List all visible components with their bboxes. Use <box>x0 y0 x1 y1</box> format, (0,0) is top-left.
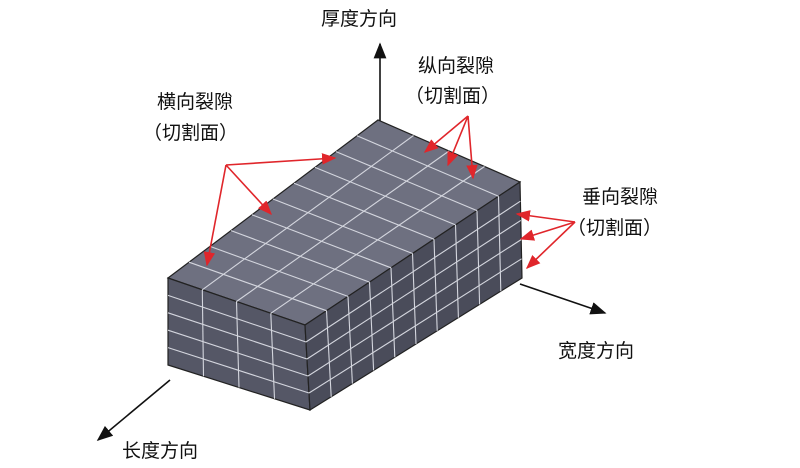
longitudinal-crack-line <box>235 301 240 388</box>
transverse-crack-line <box>390 267 396 358</box>
transverse-crack-arrows <box>203 153 337 267</box>
vertical-crack-label: 垂向裂隙 <box>582 186 658 208</box>
transverse-crack-line <box>347 296 353 384</box>
vertical-crack-arrows <box>515 210 576 269</box>
longitudinal-crack-line <box>270 166 485 314</box>
vertical-crack-sublabel: （切割面） <box>567 217 662 239</box>
longitudinal-crack-arrows <box>423 115 478 180</box>
vertical-crack-line <box>308 258 522 394</box>
transverse-crack-line <box>497 196 502 292</box>
longitudinal-crack-line <box>201 289 205 377</box>
transverse-crack-line <box>454 224 459 318</box>
transverse-crack-line <box>325 310 332 397</box>
width-axis-arrow <box>519 283 607 315</box>
vertical-crack-line <box>306 219 522 360</box>
transverse-crack-line <box>476 210 481 305</box>
longitudinal-crack-label: 纵向裂隙 <box>418 55 494 77</box>
length-axis-label: 长度方向 <box>122 440 198 462</box>
transverse-crack-line <box>433 239 438 331</box>
vertical-crack-line <box>167 312 308 360</box>
crack-grid <box>167 135 522 399</box>
longitudinal-crack-line <box>201 135 414 291</box>
transverse-crack-line <box>368 282 375 371</box>
vertical-crack-line <box>167 329 309 377</box>
longitudinal-crack-sublabel: （切割面） <box>405 85 500 107</box>
vertical-crack-line <box>305 200 521 343</box>
width-axis-label: 宽度方向 <box>558 340 634 362</box>
vertical-crack-line <box>167 347 310 394</box>
transverse-crack-sublabel: （切割面） <box>143 122 238 144</box>
thickness-axis-label: 厚度方向 <box>321 8 397 30</box>
longitudinal-crack-line <box>236 150 450 302</box>
length-axis-arrow <box>96 379 171 442</box>
vertical-crack-line <box>167 294 307 343</box>
block-side-face <box>304 180 523 412</box>
vertical-crack-line <box>307 239 522 377</box>
transverse-crack-label: 横向裂隙 <box>157 91 233 113</box>
rock-block <box>166 119 523 412</box>
longitudinal-crack-line <box>270 313 276 399</box>
transverse-crack-line <box>411 253 417 345</box>
